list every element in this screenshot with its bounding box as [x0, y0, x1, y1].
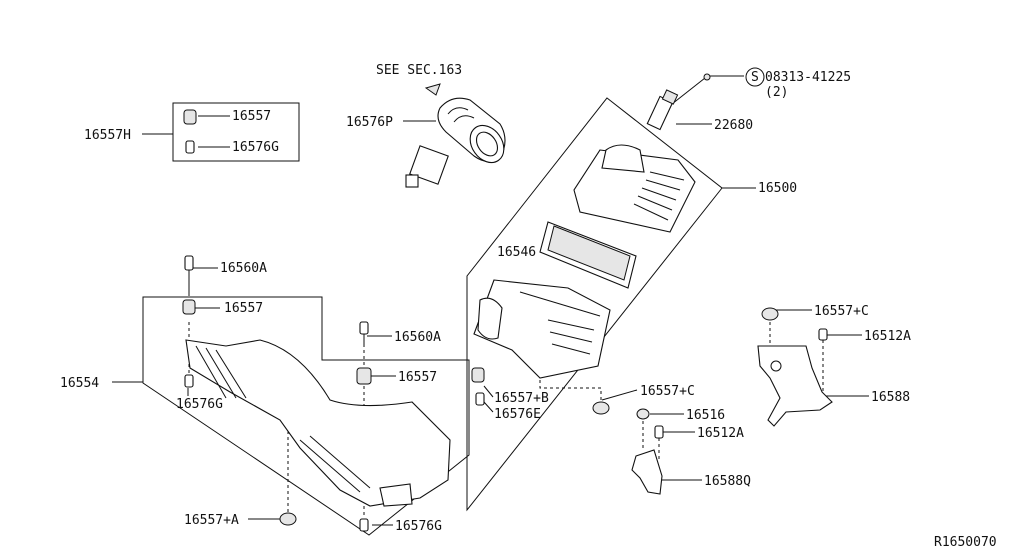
bolt-16512A-icon [654, 425, 664, 439]
label-16557C-right: 16557+C [814, 304, 869, 319]
label-16554: 16554 [60, 376, 99, 391]
fasteners [182, 255, 828, 532]
label-16576G-left: 16576G [176, 397, 223, 412]
label-qty2: (2) [765, 85, 788, 100]
part-labels: SEE SEC.163 16576P 16557 16576G 16557H S… [60, 63, 997, 550]
label-16588Q: 16588Q [704, 474, 751, 489]
lower-duct-16554 [185, 339, 451, 507]
direction-arrow-icon [424, 83, 441, 96]
label-16500: 16500 [758, 181, 797, 196]
bolt-16560A-icon [184, 255, 194, 271]
grommet-16557A-icon [279, 512, 297, 526]
grommet-icon [183, 109, 197, 125]
bolt-16512A-right-icon [818, 328, 828, 341]
label-16557-left: 16557 [224, 301, 263, 316]
label-16516: 16516 [686, 408, 725, 423]
bracket-16588Q [631, 449, 663, 495]
duct-16576P [405, 97, 506, 188]
label-16546: 16546 [497, 245, 536, 260]
pin-16576G-left-icon [184, 374, 194, 388]
label-16576G-kit: 16576G [232, 140, 279, 155]
label-16557-mid: 16557 [398, 370, 437, 385]
frame-16554 [142, 296, 470, 536]
grommet-16557C-right-icon [761, 307, 779, 321]
kit-parts [183, 109, 197, 154]
screw-icon [703, 73, 711, 81]
bracket-16588 [757, 345, 833, 427]
bolt-16560A-mid-icon [359, 321, 369, 335]
leader-lines [112, 75, 869, 526]
filter-16546 [539, 221, 637, 289]
label-22680: 22680 [714, 118, 753, 133]
nut-16516-icon [636, 408, 650, 420]
label-ref-code: R1650070 [934, 535, 997, 550]
pin-icon [185, 140, 195, 154]
frame-lines [142, 97, 723, 536]
label-16557-kit: 16557 [232, 109, 271, 124]
label-08313-41225: 08313-41225 [765, 70, 851, 85]
label-16576P: 16576P [346, 115, 393, 130]
label-16588: 16588 [871, 390, 910, 405]
label-16557H: 16557H [84, 128, 131, 143]
grommet-16557C-icon [592, 401, 610, 415]
frame-16500 [466, 97, 723, 512]
label-16557C-mid: 16557+C [640, 384, 695, 399]
lower-housing [473, 279, 611, 379]
s-circle-icon [745, 67, 765, 87]
label-16512A-right: 16512A [864, 329, 911, 344]
kit-16557H-box [172, 102, 300, 162]
pin-16576E-icon [475, 392, 485, 406]
label-16512A-low: 16512A [697, 426, 744, 441]
label-see-sec: SEE SEC.163 [376, 63, 462, 78]
grommet-16557-mid-icon [356, 367, 372, 385]
label-16576E: 16576E [494, 407, 541, 422]
pin-16576G-bottom-icon [359, 518, 369, 532]
label-16560A-top: 16560A [220, 261, 267, 276]
label-16576G-bottom: 16576G [395, 519, 442, 534]
label-16557A: 16557+A [184, 513, 239, 528]
grommet-16557-left-icon [182, 299, 196, 315]
sensor-22680 [646, 73, 711, 131]
label-16560A-mid: 16560A [394, 330, 441, 345]
upper-housing-16500 [573, 144, 696, 233]
grommet-16557B-icon [471, 367, 485, 383]
label-s-circle: S [751, 70, 759, 85]
label-16557B: 16557+B [494, 391, 549, 406]
